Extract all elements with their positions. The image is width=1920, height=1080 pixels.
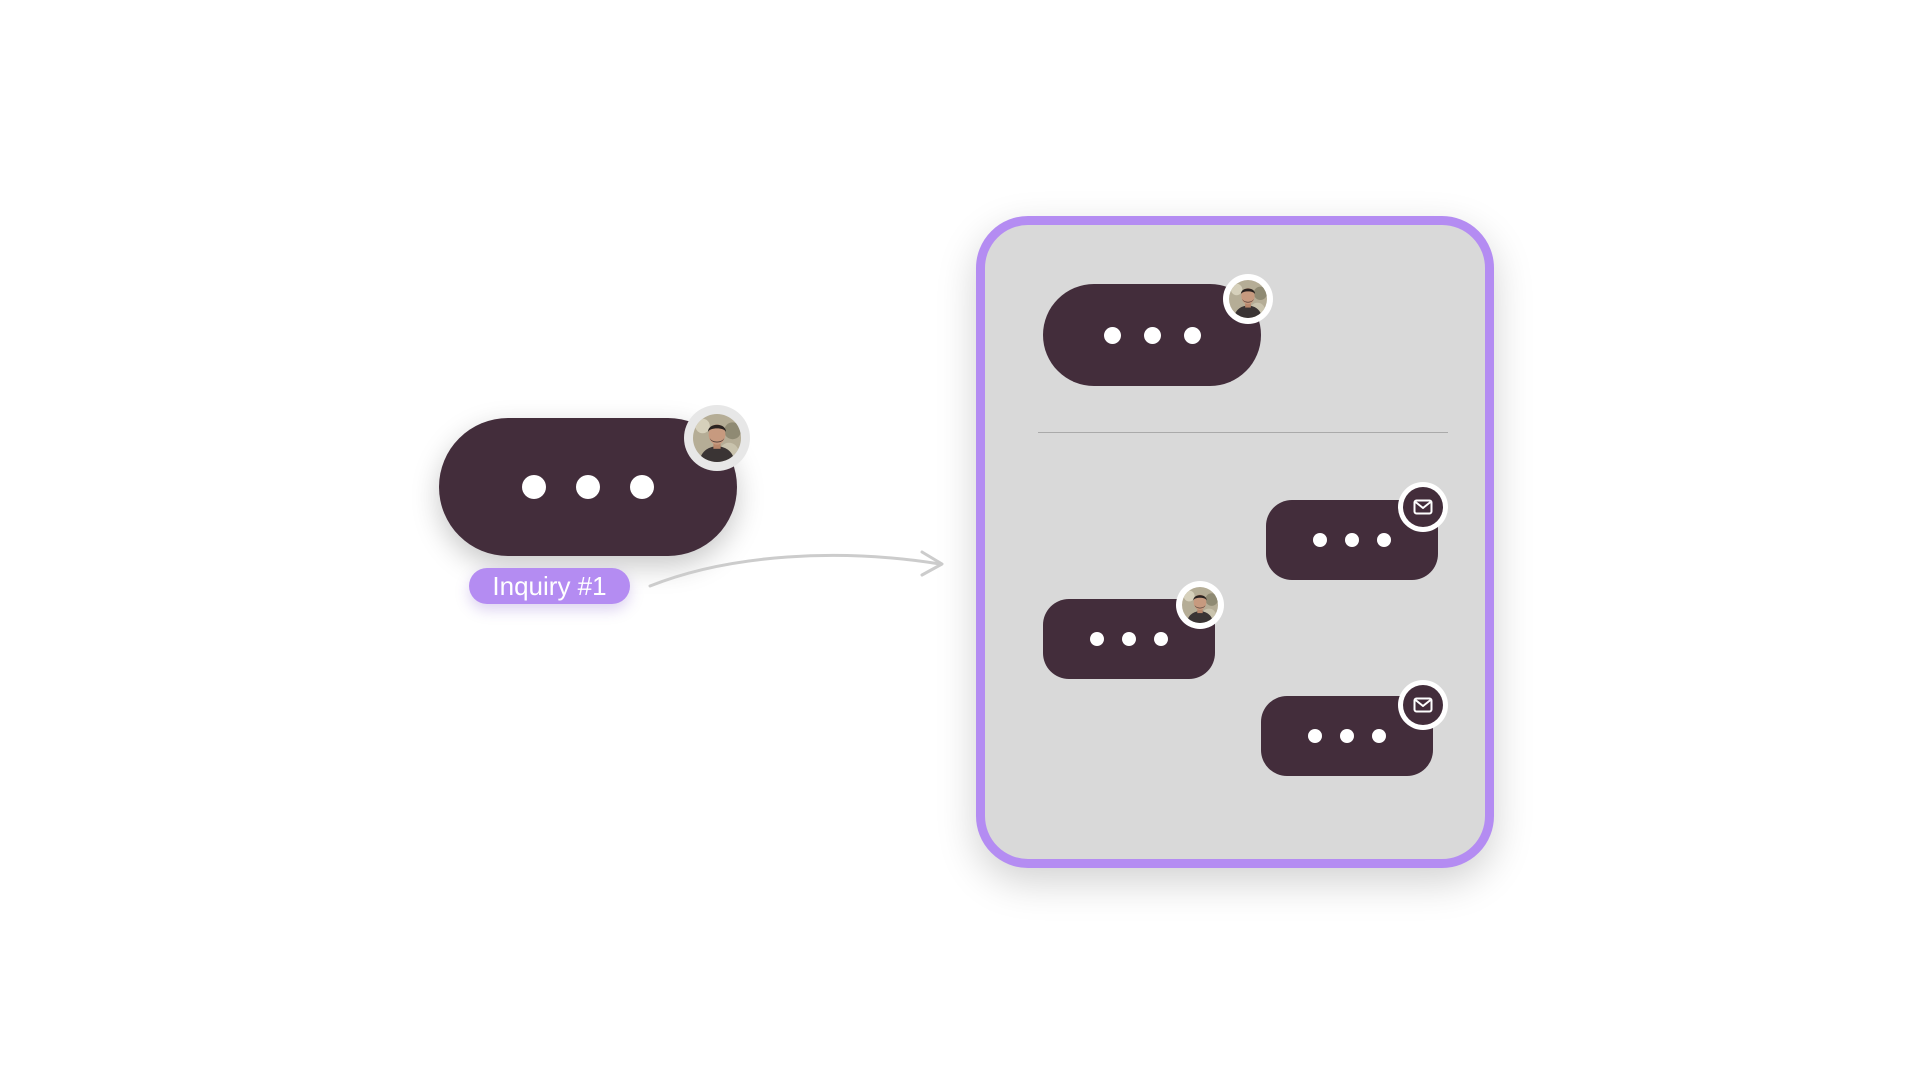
typing-dot [1122, 632, 1136, 646]
typing-dot [522, 475, 546, 499]
typing-dot [1183, 326, 1201, 344]
thread-bubble-agent [1261, 696, 1433, 776]
typing-dot [1313, 533, 1327, 547]
typing-dot [1377, 533, 1391, 547]
avatar-icon [1176, 581, 1224, 629]
avatar-icon [684, 405, 750, 471]
typing-dot [1103, 326, 1121, 344]
typing-dot [1143, 326, 1161, 344]
inquiry-label: Inquiry #1 [469, 568, 630, 604]
typing-dot [576, 475, 600, 499]
typing-dot [1308, 729, 1322, 743]
avatar-icon [1223, 274, 1273, 324]
typing-dot [1372, 729, 1386, 743]
typing-dot [630, 475, 654, 499]
typing-dot [1340, 729, 1354, 743]
panel-top-bubble [1043, 284, 1261, 386]
panel-divider [1038, 432, 1448, 433]
mail-icon [1398, 482, 1448, 532]
typing-dot [1154, 632, 1168, 646]
arrow-right-icon [648, 550, 944, 588]
typing-dot [1090, 632, 1104, 646]
mail-icon [1398, 680, 1448, 730]
typing-dot [1345, 533, 1359, 547]
